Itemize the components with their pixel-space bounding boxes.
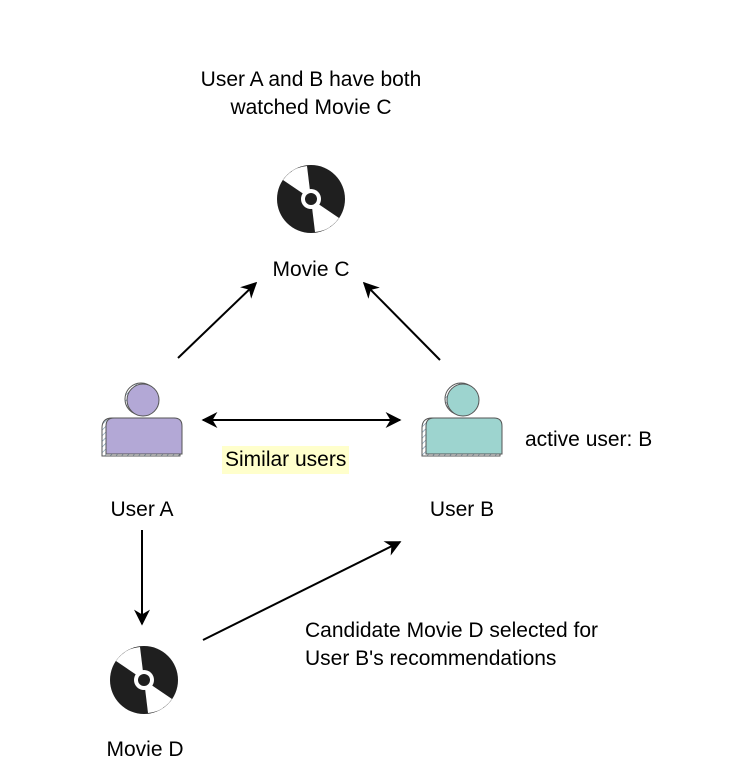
movie-c-disc-icon (277, 165, 345, 233)
movie-c-label: Movie C (272, 258, 350, 281)
shared-watch-caption-line-1: User A and B have both (200, 68, 422, 91)
arrow-user-b-to-movie-c (362, 281, 441, 361)
movie-d-label: Movie D (106, 738, 184, 761)
active-user-annotation: active user: B (525, 428, 653, 451)
arrow-user-a-to-movie-c (177, 281, 258, 359)
candidate-caption-line-1: Candidate Movie D selected for (305, 619, 598, 642)
user-b-user-icon (421, 382, 503, 457)
user-a-label: User A (110, 498, 174, 521)
shared-watch-caption-line-2: watched Movie C (230, 96, 392, 119)
user-a-user-icon (101, 382, 183, 457)
shared-watch-caption: User A and B have both watched Movie C (201, 66, 422, 122)
candidate-caption-line-2: User B's recommendations (305, 647, 557, 670)
similar-users-label: Similar users (222, 446, 350, 474)
user-b-label: User B (429, 498, 495, 521)
movie-d-disc-icon (110, 646, 178, 714)
arrow-movie-d-to-user-b (202, 541, 402, 641)
candidate-caption: Candidate Movie D selected for User B's … (305, 617, 598, 673)
